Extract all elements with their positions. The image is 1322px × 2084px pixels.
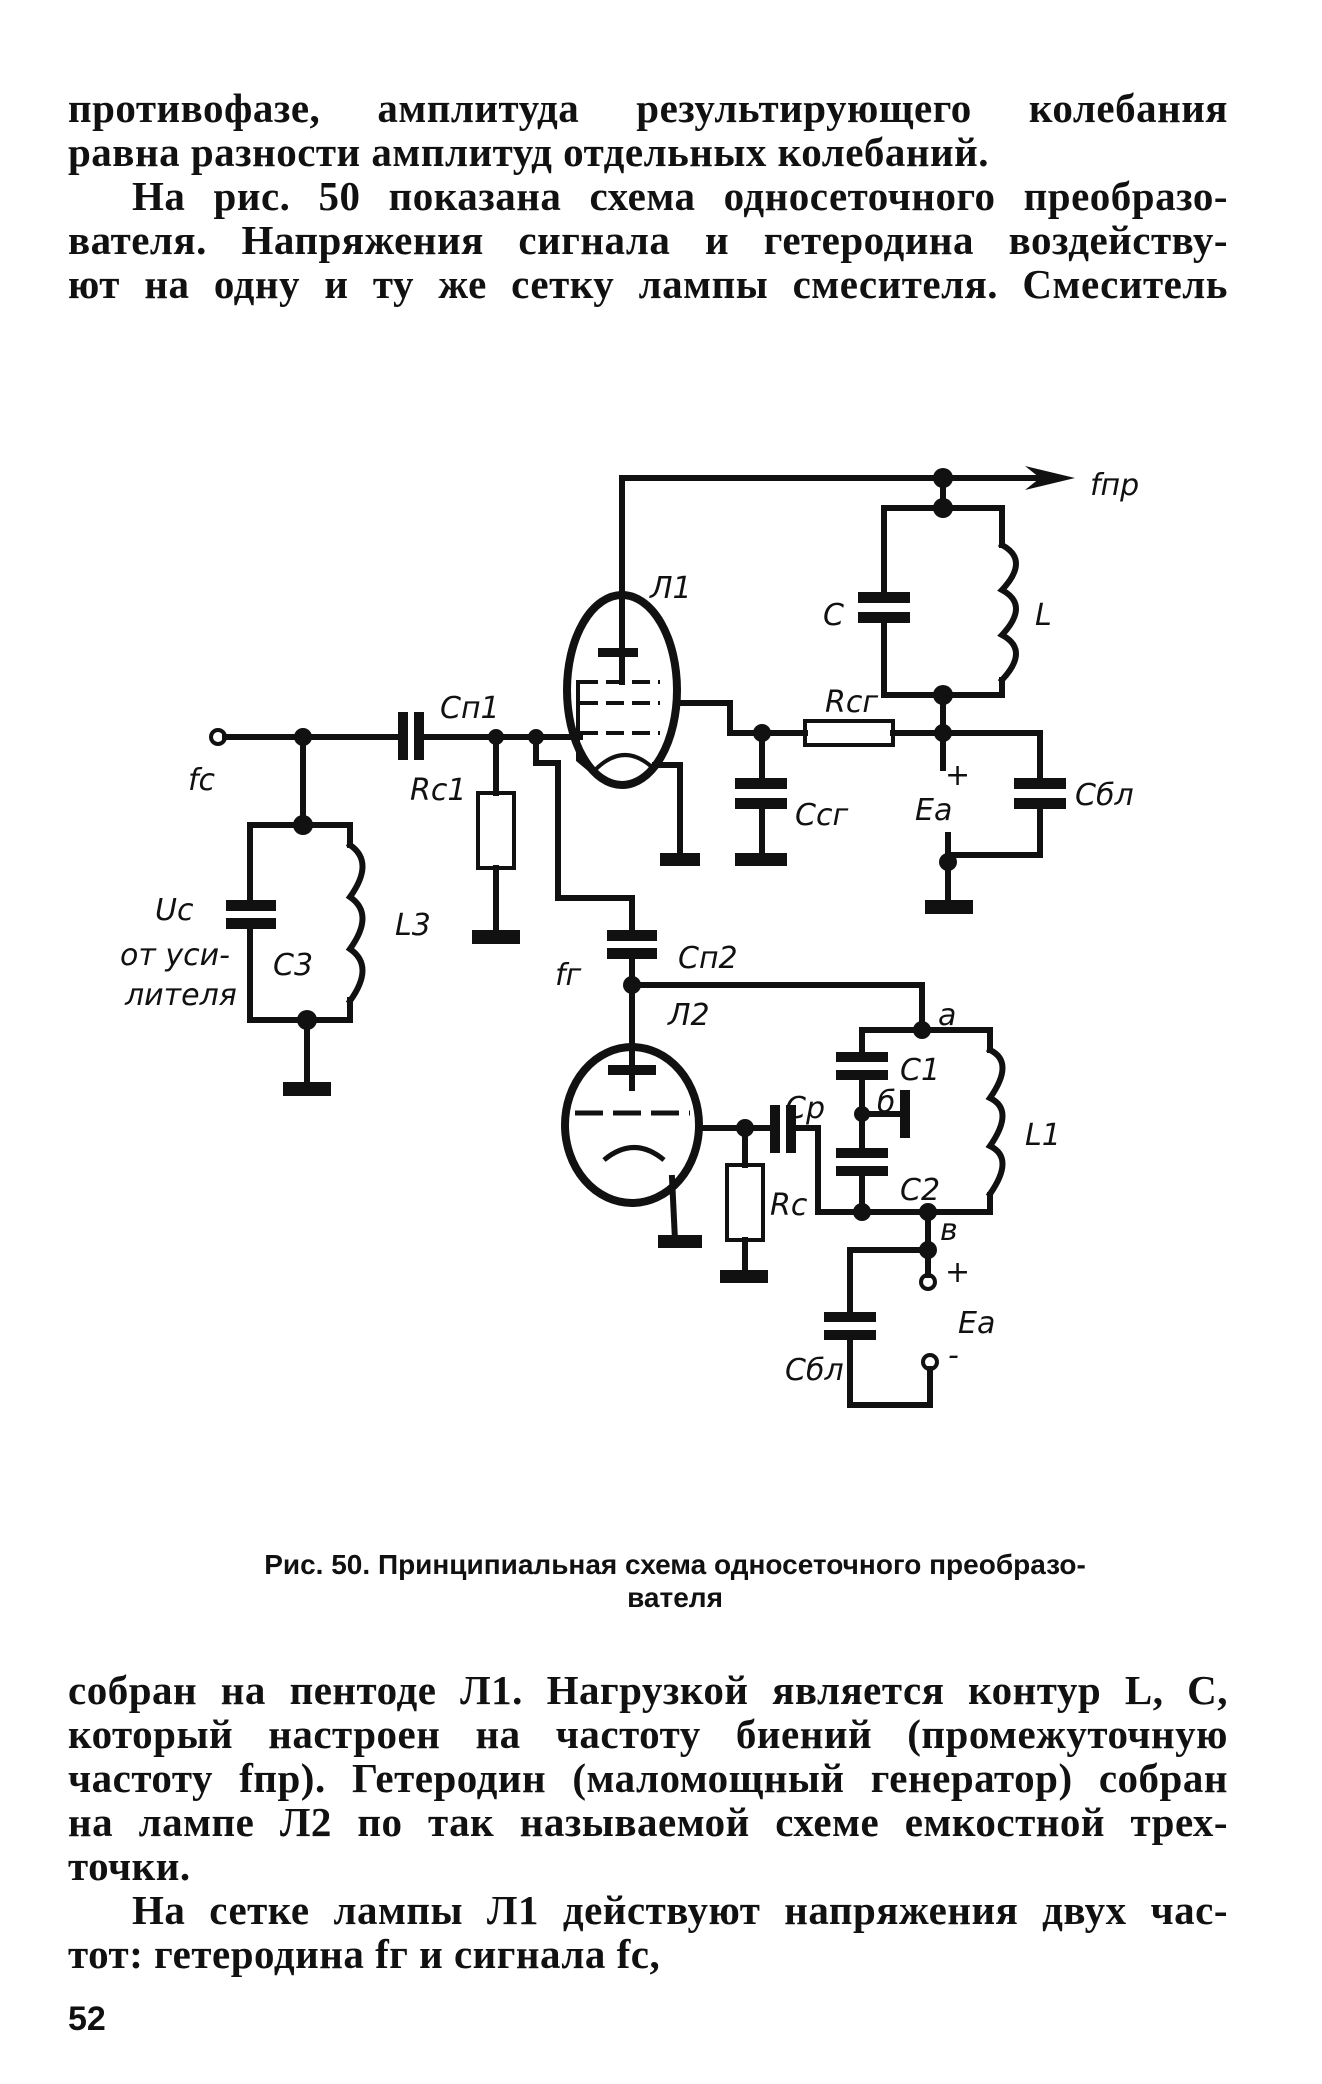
circuit-diagram: fпр C L Л1 Cсг Rсг + Ea Cбл Cп1 fc bbox=[120, 466, 1139, 1408]
resistor-Rc1 bbox=[476, 791, 516, 870]
terminal-plus-bot: + bbox=[945, 1255, 970, 1290]
page-number: 52 bbox=[68, 2000, 106, 2038]
text-line: ют на одну и ту же сетку лампы смесителя… bbox=[68, 261, 1228, 307]
anode-wire bbox=[619, 475, 1063, 685]
label-C3: C3 bbox=[273, 948, 313, 983]
label-fg: fг bbox=[555, 958, 582, 993]
label-C2: C2 bbox=[900, 1173, 940, 1208]
label-L3: L3 bbox=[395, 908, 431, 943]
text-line: точки. bbox=[68, 1843, 191, 1889]
label-L2-tube: Л2 bbox=[667, 998, 710, 1033]
label-Ccg: Cсг bbox=[795, 798, 848, 833]
capacitor-Cp1 bbox=[398, 712, 408, 760]
inductor-L1 bbox=[985, 1045, 1006, 1199]
label-L1-tube: Л1 bbox=[649, 571, 692, 606]
label-Cp1: Cп1 bbox=[440, 691, 500, 726]
output-arrow-icon bbox=[1025, 466, 1075, 490]
capacitor-C1 bbox=[836, 1052, 888, 1062]
capacitor-Ccg bbox=[735, 778, 787, 789]
text-line: частоту fпр). Гетеродин (маломощный гене… bbox=[68, 1755, 1228, 1801]
top-paragraph: противофазе, амплитуда результирующего к… bbox=[68, 86, 1228, 306]
text-line: собран на пентоде Л1. Нагрузкой является… bbox=[68, 1667, 1228, 1713]
label-Ea-bot: Ea bbox=[958, 1306, 995, 1341]
capacitor-Cr bbox=[770, 1105, 780, 1153]
terminal-minus-bot: - bbox=[948, 1338, 959, 1373]
figure-caption: Рис. 50. Принципиальная схема односеточн… bbox=[150, 1548, 1200, 1614]
resistor-Rcg bbox=[803, 719, 895, 747]
label-v: в bbox=[940, 1213, 958, 1248]
label-b: б bbox=[877, 1085, 896, 1120]
terminal-plus-top: + bbox=[945, 758, 970, 793]
label-Rc: Rс bbox=[770, 1188, 808, 1223]
resistor-Rc bbox=[725, 1163, 765, 1242]
capacitor-C bbox=[858, 592, 910, 603]
label-fc: fc bbox=[188, 763, 216, 798]
text-line: На рис. 50 показана схема односеточного … bbox=[132, 173, 1228, 219]
label-Cbl-bot: Cбл bbox=[785, 1353, 844, 1388]
text-line: который настроен на частоту биений (пром… bbox=[68, 1711, 1228, 1757]
label-L: L bbox=[1035, 598, 1052, 633]
label-Rc1: Rс1 bbox=[410, 773, 466, 808]
text-line: На сетке лампы Л1 действуют напряжения д… bbox=[132, 1887, 1228, 1933]
label-ot-usi: от уси- bbox=[120, 938, 230, 973]
caption-line: вателя bbox=[627, 1582, 723, 1613]
label-litelya: лителя bbox=[124, 978, 237, 1013]
capacitor-C2 bbox=[836, 1148, 888, 1158]
inductor-L3 bbox=[345, 840, 366, 1006]
label-Uc: Uc bbox=[155, 893, 194, 928]
text-line: на лампе Л2 по так называемой схеме емко… bbox=[68, 1799, 1228, 1845]
label-Cbl-top: Cбл bbox=[1075, 778, 1134, 813]
capacitor-Cp2 bbox=[607, 930, 657, 941]
label-Rcg: Rсг bbox=[825, 685, 878, 720]
tube-L1 bbox=[563, 591, 681, 789]
inductor-L bbox=[997, 540, 1019, 685]
label-C1: C1 bbox=[900, 1053, 940, 1088]
label-Ea-top: Ea bbox=[915, 793, 952, 828]
text-line: противофазе, амплитуда результирующего к… bbox=[68, 85, 1228, 131]
label-Cr: Cр bbox=[785, 1091, 825, 1126]
bottom-paragraph: собран на пентоде Л1. Нагрузкой является… bbox=[68, 1668, 1228, 1976]
text-line: равна разности амплитуд отдельных колеба… bbox=[68, 129, 990, 175]
capacitor-Cbl-bot bbox=[824, 1312, 876, 1322]
label-L1-coil: L1 bbox=[1025, 1118, 1061, 1153]
caption-line: Рис. 50. Принципиальная схема односеточн… bbox=[264, 1549, 1086, 1580]
text-line: тот: гетеродина fг и сигнала fс, bbox=[68, 1931, 661, 1977]
label-C: C bbox=[823, 598, 844, 633]
label-Cp2: Cп2 bbox=[678, 941, 738, 976]
label-f-pr: fпр bbox=[1090, 468, 1139, 503]
capacitor-C3 bbox=[226, 900, 276, 911]
capacitor-Cbl-top bbox=[1014, 778, 1066, 789]
text-line: вателя. Напряжения сигнала и гетеродина … bbox=[68, 217, 1228, 263]
label-a: а bbox=[938, 998, 956, 1033]
